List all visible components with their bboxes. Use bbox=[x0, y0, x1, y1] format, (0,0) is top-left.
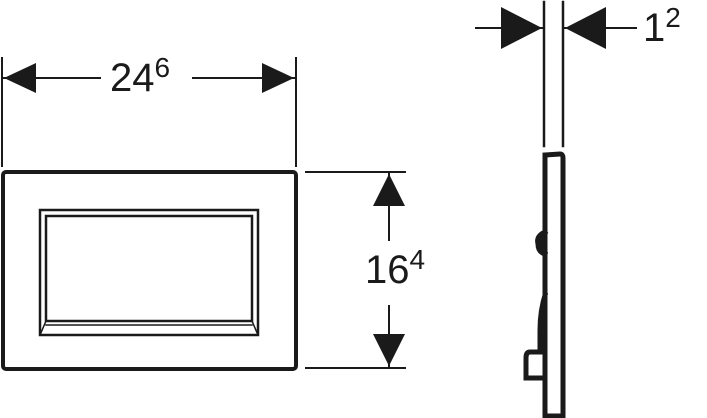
thickness-superscript: 2 bbox=[665, 2, 681, 33]
width-value: 24 bbox=[110, 56, 155, 100]
height-dimension-label: 164 bbox=[365, 246, 426, 292]
thickness-dimension-label: 12 bbox=[643, 4, 681, 50]
height-arrow-bottom bbox=[373, 334, 405, 366]
side-profile-clip-top bbox=[535, 228, 549, 258]
height-value: 16 bbox=[365, 248, 410, 292]
side-profile-hook bbox=[523, 349, 548, 381]
side-profile-body bbox=[542, 151, 566, 418]
thickness-arrow-right bbox=[565, 7, 606, 49]
flush-button-inner bbox=[44, 214, 254, 323]
side-profile-ramp bbox=[537, 291, 549, 353]
width-dimension-label: 246 bbox=[110, 54, 171, 100]
width-arrow-right bbox=[262, 63, 294, 93]
width-superscript: 6 bbox=[154, 52, 171, 83]
height-superscript: 4 bbox=[409, 244, 426, 275]
front-plate-outer bbox=[1, 170, 298, 371]
thickness-value: 1 bbox=[643, 6, 666, 50]
height-arrow-top bbox=[373, 174, 405, 206]
thickness-arrow-left bbox=[501, 7, 542, 49]
flush-button-outer bbox=[38, 208, 260, 337]
width-arrow-left bbox=[4, 63, 36, 93]
